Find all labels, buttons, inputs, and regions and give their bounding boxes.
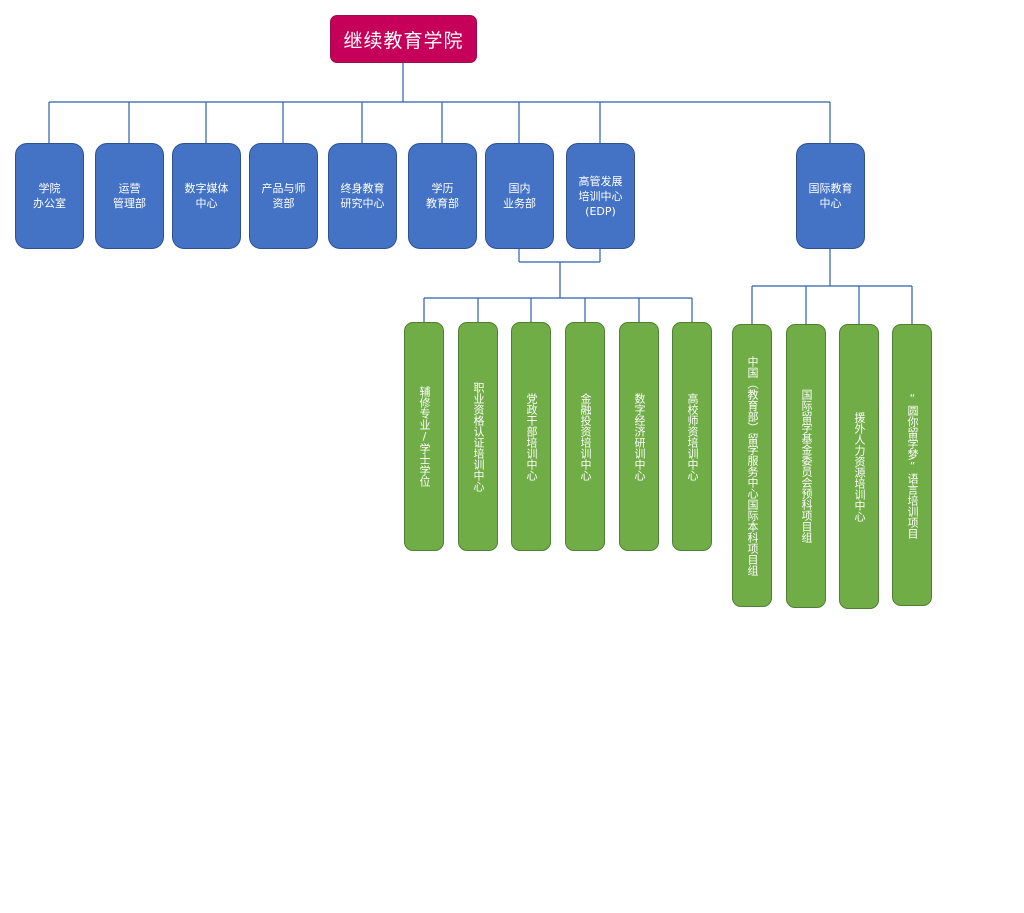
unit-node: 数字经济研训中心: [619, 322, 659, 551]
department-label: 学院 办公室: [33, 182, 66, 210]
unit-node: 中国（教育部）留学服务中心国际本科项目组: [732, 324, 772, 607]
unit-label: 党政干部培训中心: [525, 392, 538, 481]
unit-label: 辅修专业/学士学位: [418, 386, 431, 487]
unit-label: 高校师资培训中心: [686, 392, 699, 481]
unit-label: 金融投资培训中心: [579, 392, 592, 481]
unit-label: “圆你留学梦”语言培训项目: [906, 391, 919, 539]
unit-node: 金融投资培训中心: [565, 322, 605, 551]
unit-node: 国际留学基金委员会预科项目组: [786, 324, 826, 608]
department-label: 产品与师 资部: [261, 182, 306, 210]
unit-node: 职业资格认证培训中心: [458, 322, 498, 551]
department-node: 运营 管理部: [95, 143, 164, 249]
department-node: 终身教育 研究中心: [328, 143, 397, 249]
unit-node: 辅修专业/学士学位: [404, 322, 444, 551]
unit-node: 党政干部培训中心: [511, 322, 551, 551]
department-node: 学院 办公室: [15, 143, 84, 249]
department-node: 国际教育 中心: [796, 143, 865, 249]
unit-label: 国际留学基金委员会预科项目组: [800, 389, 813, 543]
department-node: 产品与师 资部: [249, 143, 318, 249]
unit-label: 数字经济研训中心: [633, 392, 646, 481]
department-node: 高管发展 培训中心 (EDP): [566, 143, 635, 249]
department-label: 国际教育 中心: [808, 182, 853, 210]
department-label: 学历 教育部: [426, 182, 459, 210]
department-label: 国内 业务部: [503, 182, 536, 210]
root-node: 继续教育学院: [330, 15, 477, 63]
department-node: 数字媒体 中心: [172, 143, 241, 249]
unit-node: 援外人力资源培训中心: [839, 324, 879, 609]
root-label: 继续教育学院: [343, 29, 464, 52]
department-node: 国内 业务部: [485, 143, 554, 249]
department-label: 终身教育 研究中心: [340, 182, 385, 210]
department-node: 学历 教育部: [408, 143, 477, 249]
unit-label: 职业资格认证培训中心: [472, 381, 485, 492]
department-label: 高管发展 培训中心 (EDP): [578, 174, 623, 218]
unit-node: 高校师资培训中心: [672, 322, 712, 551]
unit-label: 援外人力资源培训中心: [853, 411, 866, 522]
department-label: 运营 管理部: [113, 182, 146, 210]
department-label: 数字媒体 中心: [184, 182, 229, 210]
unit-node: “圆你留学梦”语言培训项目: [892, 324, 932, 606]
unit-label: 中国（教育部）留学服务中心国际本科项目组: [746, 355, 759, 576]
